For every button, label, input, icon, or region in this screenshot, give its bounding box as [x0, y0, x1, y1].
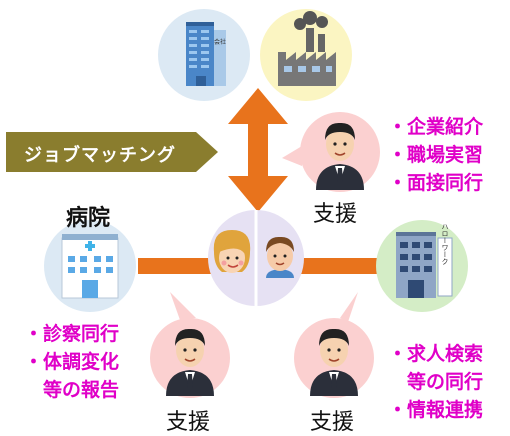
supporter-icon-hellowork [294, 292, 374, 398]
company-support-item: ・面接同行 [388, 172, 484, 194]
support-label-hospital: 支援 [166, 410, 211, 435]
hospital-support-item: ・体調変化 [24, 351, 120, 373]
hospital-support-item: 等の報告 [24, 379, 120, 401]
company-support-item: ・企業紹介 [388, 116, 484, 138]
job-matching-label: ジョブマッチング [24, 145, 176, 166]
connectors [138, 258, 380, 274]
hellowork-building-icon: ハローワーク [376, 220, 468, 312]
hospital-label: 病院 [66, 206, 111, 231]
hellowork-support-item: ・求人検索 [388, 343, 484, 365]
factory-icon [260, 9, 352, 101]
company-sign: 会社 [214, 38, 226, 46]
support-label-company: 支援 [313, 202, 358, 227]
office-building-icon: 会社 [158, 9, 250, 101]
supporter-icon-company [282, 112, 380, 192]
hellowork-sign: ハローワーク [441, 223, 449, 265]
double-arrow [228, 88, 288, 212]
supporter-icon-hospital [150, 292, 230, 398]
connector-hospital [138, 258, 218, 274]
hospital-icon [44, 220, 136, 312]
hellowork-support-item: ・情報連携 [388, 399, 484, 421]
connector-hellowork [296, 258, 380, 274]
job-matching-banner [6, 132, 218, 172]
user-pair-icon [208, 210, 304, 306]
support-label-hellowork: 支援 [310, 410, 355, 435]
company-support-item: ・職場実習 [388, 144, 484, 166]
hellowork-support-item: 等の同行 [388, 371, 484, 393]
hospital-support-item: ・診察同行 [24, 323, 120, 345]
